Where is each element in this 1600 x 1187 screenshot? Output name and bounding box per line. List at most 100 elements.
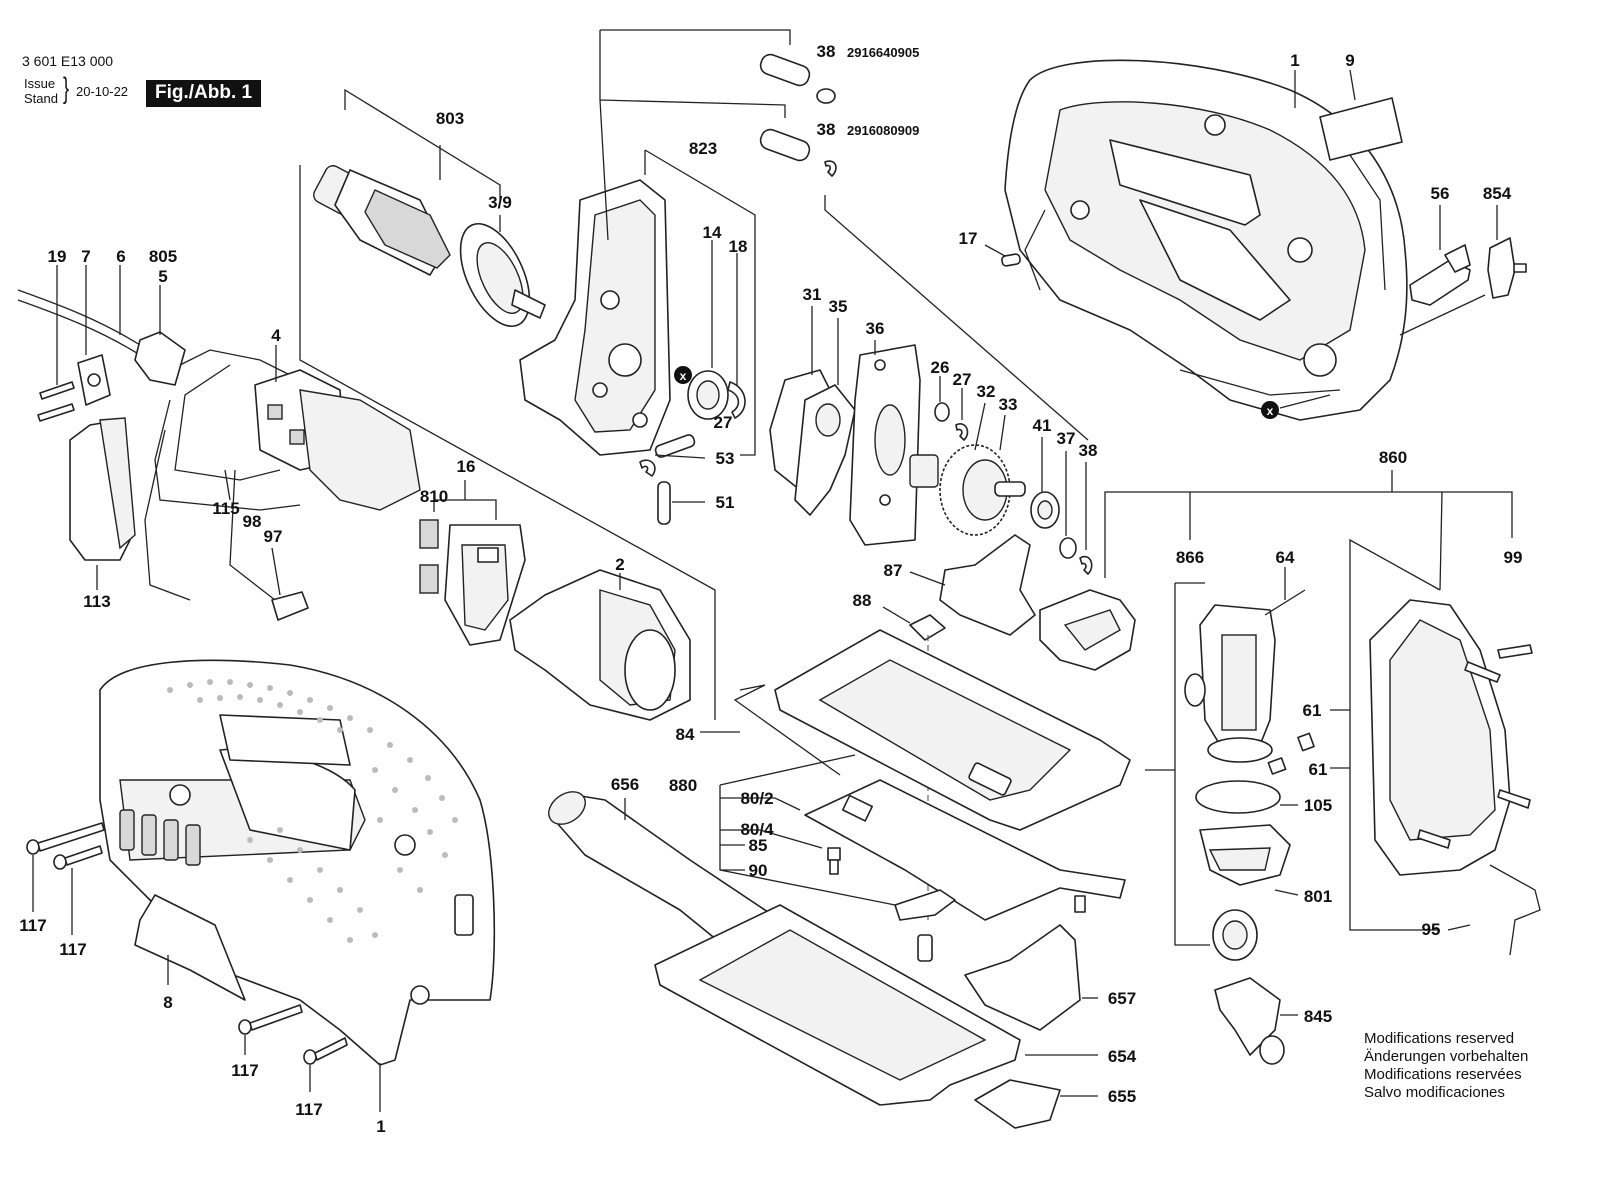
callout-860: 860 (1379, 448, 1407, 467)
callout-654: 654 (1108, 1047, 1137, 1066)
screw-117-d (303, 1037, 348, 1092)
callout-803: 803 (436, 109, 464, 128)
callout-115: 115 (212, 499, 239, 518)
allen-key-84 (733, 684, 841, 776)
base-plate-880 (774, 629, 1131, 831)
svg-text:x: x (680, 369, 687, 383)
bracket-84-long (299, 165, 716, 720)
wire-spring-95 (1489, 864, 1541, 956)
leader-115-98 (224, 469, 231, 501)
callout-80-4: 80/4 (740, 820, 774, 839)
power-cable-5 (17, 289, 186, 386)
callout-117-d: 117 (295, 1100, 322, 1119)
bracket-866 (1145, 582, 1210, 946)
figure-label: Fig./Abb. 1 (146, 80, 262, 107)
gear-housing-823 (519, 179, 671, 456)
callout-105: 105 (1304, 796, 1332, 815)
document-number: 3 601 E13 000 (22, 53, 114, 69)
leader-95 (1447, 924, 1471, 931)
switch-slider-56 (1409, 205, 1471, 306)
leader-x-b (1279, 394, 1331, 409)
bracket-880 (719, 754, 896, 906)
callout-85: 85 (749, 836, 768, 855)
partno-38-b: 2916080909 (847, 123, 919, 138)
pin-38-upper (759, 53, 836, 104)
callout-38-a: 38 (817, 42, 836, 61)
clip-27 (955, 423, 969, 441)
x-marker-a: x (674, 366, 692, 384)
callout-655: 655 (1108, 1087, 1136, 1106)
svg-text:x: x (1267, 404, 1274, 418)
issue-date: 20-10-22 (76, 84, 129, 99)
issue-label: Issue (24, 76, 56, 91)
callout-41: 41 (1033, 416, 1052, 435)
callout-33: 33 (999, 395, 1018, 414)
callout-97: 97 (264, 527, 283, 546)
pin-38-lower (759, 128, 837, 177)
label-sticker-8 (134, 894, 246, 1001)
callout-37: 37 (1057, 429, 1076, 448)
callout-38-b: 38 (817, 120, 836, 139)
electronic-module-113 (69, 417, 136, 590)
callout-6: 6 (116, 247, 125, 266)
issue-stand-labels: Issue Stand (24, 76, 58, 106)
callout-17: 17 (959, 229, 978, 248)
callout-64: 64 (1276, 548, 1295, 567)
roller-holder (1212, 909, 1258, 961)
callout-16: 16 (457, 457, 476, 476)
callout-95: 95 (1422, 920, 1441, 939)
callout-656: 656 (611, 775, 639, 794)
callout-866: 866 (1176, 548, 1204, 567)
x-marker-b: x (1261, 401, 1279, 419)
bracket-860 (1104, 470, 1513, 591)
callout-99: 99 (1504, 548, 1523, 567)
cover-654 (654, 904, 1098, 1106)
bearing-41 (1030, 437, 1060, 529)
callout-801: 801 (1304, 887, 1332, 906)
callout-labels: 1 9 17 56 854 38 2916640905 38 291608090… (19, 42, 1522, 1136)
callout-90: 90 (749, 861, 768, 880)
screw-117-a (26, 822, 105, 912)
bracket-38-pins (599, 29, 791, 241)
callout-1-bottom: 1 (376, 1117, 385, 1136)
callout-1-top: 1 (1290, 51, 1299, 70)
stand-label: Stand (24, 91, 58, 106)
note-line-es: Salvo modificaciones (1364, 1084, 1505, 1101)
cable-clamp-7 (77, 354, 111, 406)
callout-2: 2 (615, 555, 624, 574)
bracket-16 (433, 480, 497, 520)
stator-2 (509, 569, 691, 721)
callout-32: 32 (977, 382, 996, 401)
callout-113: 113 (83, 592, 110, 611)
support-87 (909, 534, 1036, 636)
callout-87: 87 (884, 561, 903, 580)
callout-810: 810 (420, 487, 448, 506)
callout-88: 88 (853, 591, 872, 610)
leader-9 (1349, 69, 1356, 101)
housing-shell-1 (99, 659, 496, 1066)
label-sticker-9 (1319, 97, 1403, 161)
pin-51 (657, 481, 671, 525)
screws-99 (1417, 644, 1533, 849)
callout-5: 5 (158, 267, 167, 286)
clamp-90 (894, 889, 956, 962)
guide-801 (1199, 824, 1299, 896)
ring-105 (1195, 780, 1298, 814)
grip-slots (119, 809, 201, 866)
callout-117-a: 117 (19, 916, 46, 935)
pin-53 (654, 434, 696, 458)
base-plate-80-2 (804, 779, 1126, 921)
callout-61-b: 61 (1309, 760, 1328, 779)
callout-14: 14 (703, 223, 722, 242)
carbon-brushes-810 (419, 519, 439, 594)
spacer-88 (882, 606, 946, 641)
callout-61-a: 61 (1303, 701, 1322, 720)
washer-37 (1059, 537, 1077, 559)
screws-19 (37, 265, 75, 422)
vent-dots (167, 679, 458, 943)
button-854 (1487, 205, 1527, 299)
spring-61-b (1267, 757, 1287, 775)
screw-117-b (53, 845, 103, 935)
callout-51: 51 (716, 493, 735, 512)
screw-117-c (238, 1004, 303, 1055)
